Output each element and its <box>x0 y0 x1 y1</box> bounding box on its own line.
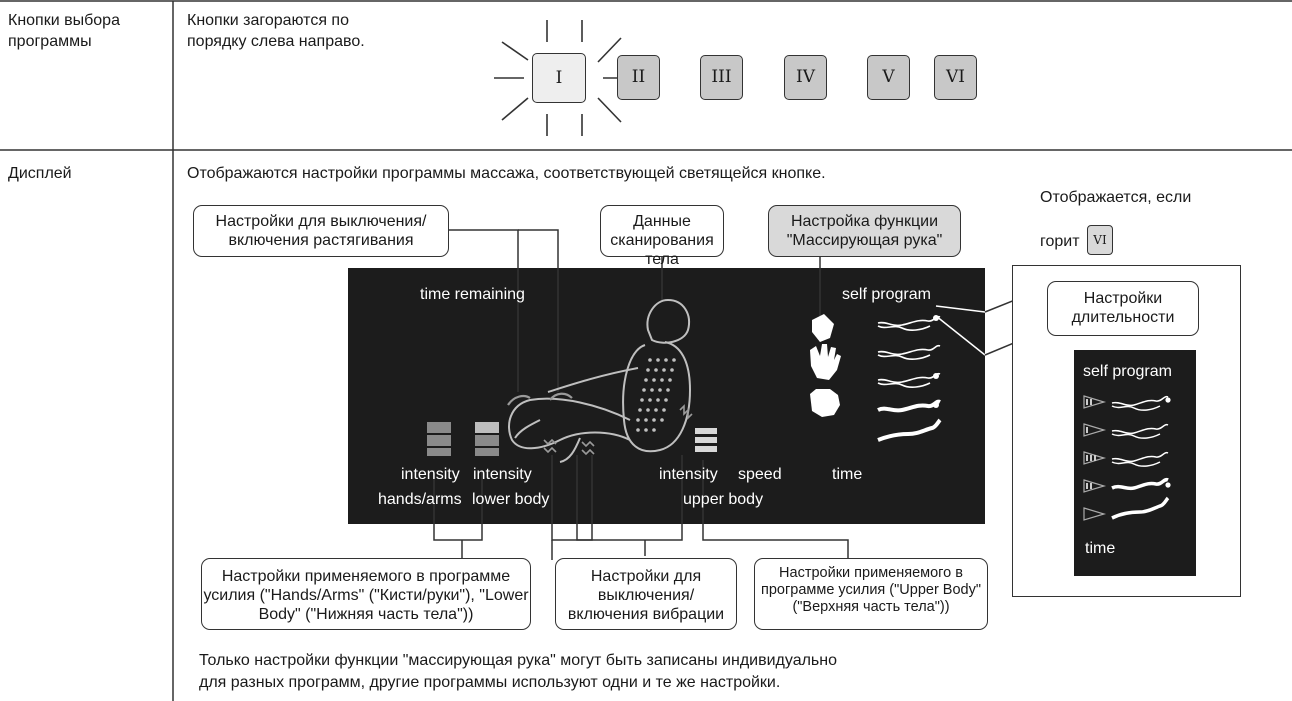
display-hands-arms: hands/arms <box>378 491 462 508</box>
display-intro: Отображаются настройки программы массажа… <box>187 165 826 182</box>
program-button-4[interactable]: IV <box>784 55 827 100</box>
display-time: time <box>832 466 863 483</box>
massage-hand-icons <box>810 314 841 417</box>
chair-figure-icon <box>508 298 692 463</box>
side-note-line1: Отображается, если <box>1040 189 1192 206</box>
callout-vibration: Настройки для выключения/ включения вибр… <box>555 558 737 630</box>
program-button-1[interactable]: I <box>532 53 586 103</box>
stretch-arrows-icon <box>507 392 573 406</box>
display-intensity-1: intensity <box>401 466 460 483</box>
side-note-line2: горит <box>1040 233 1080 250</box>
display-lower-body: lower body <box>472 491 550 508</box>
massage-dots <box>636 358 676 432</box>
display-self-program: self program <box>842 286 931 303</box>
mini-display-time: time <box>1085 540 1116 557</box>
callout-body-scan: Данные сканирования тела <box>600 205 724 268</box>
callout-duration: Настройки длительности <box>1047 281 1199 336</box>
display-intensity-3: intensity <box>659 466 718 483</box>
callout-effort-left: Настройки применяемого в программе усили… <box>201 558 531 630</box>
display-upper-body: upper body <box>683 491 764 508</box>
callout-effort-right: Настройки применяемого в программе усили… <box>754 558 988 630</box>
intensity-bars <box>427 422 717 456</box>
row-header-program-buttons: Кнопки выбора программы <box>8 12 120 50</box>
program-button-2[interactable]: II <box>617 55 660 100</box>
mini-display <box>1074 350 1196 576</box>
row-header-display: Дисплей <box>8 165 72 182</box>
footnote-line1: Только настройки функции "массирующая ру… <box>199 652 837 669</box>
program-button-5[interactable]: V <box>867 55 910 100</box>
display-speed: speed <box>738 466 782 483</box>
control-display <box>348 268 985 524</box>
footnote-line2: для разных программ, другие программы ис… <box>199 674 781 691</box>
glow-rays <box>494 20 622 136</box>
display-time-remaining: time remaining <box>420 286 525 303</box>
display-intensity-2: intensity <box>473 466 532 483</box>
mini-display-self-program: self program <box>1083 363 1172 380</box>
program-button-6[interactable]: VI <box>934 55 977 100</box>
vibration-icon <box>543 404 693 456</box>
callout-massage-hand: Настройка функции "Массирующая рука" <box>768 205 961 257</box>
program-buttons-description: Кнопки загораются по порядку слева напра… <box>187 12 365 50</box>
mini-display-graphics <box>1083 395 1171 521</box>
self-program-figures <box>877 315 942 442</box>
side-note-button-6: VI <box>1087 225 1113 255</box>
callout-stretch: Настройки для выключения/ включения раст… <box>193 205 449 257</box>
program-button-3[interactable]: III <box>700 55 743 100</box>
